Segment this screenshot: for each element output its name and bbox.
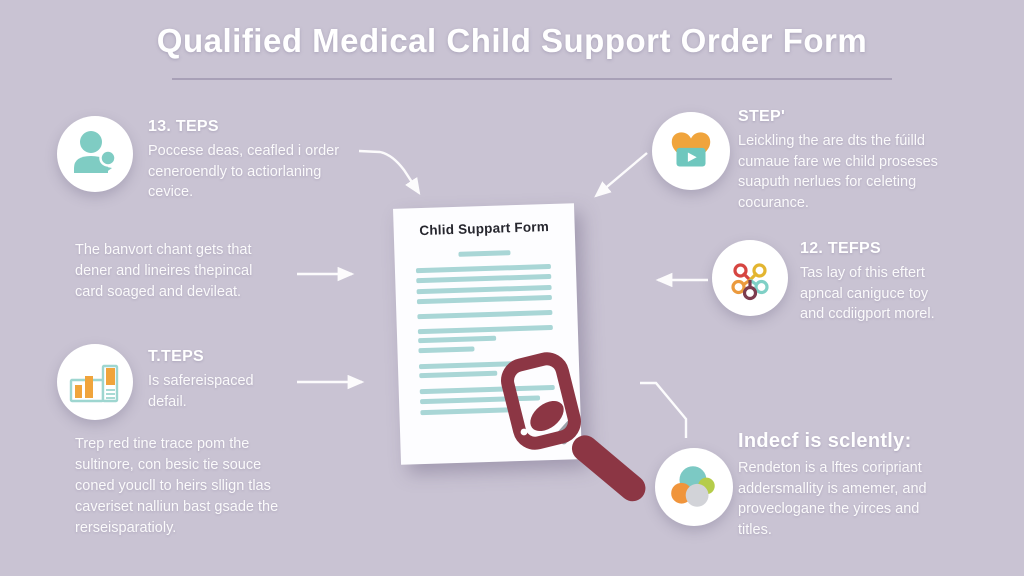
step2-section: T.TEPS Is safereispaced defail. bbox=[148, 348, 254, 412]
step3-body: Leickling the are dts the fúilld cumaue … bbox=[738, 133, 938, 211]
step4-heading: 12. TEFPS bbox=[800, 240, 881, 257]
step4-body: Tas lay of this eftert apncal caniguce t… bbox=[800, 265, 935, 323]
heart-play-icon bbox=[652, 112, 730, 190]
page-title: Qualified Medical Child Support Order Fo… bbox=[156, 22, 868, 59]
left-mid-text: The banvort chant gets that dener and li… bbox=[75, 242, 253, 301]
title-divider bbox=[172, 78, 892, 80]
step5-section: Indecf is sclently: Rendeton is a lftes … bbox=[738, 430, 927, 540]
step2-heading: T.TEPS bbox=[148, 348, 205, 365]
arrow-step3-to-document bbox=[594, 152, 648, 198]
step5-body: Rendeton is a lftes coripriant addersmal… bbox=[738, 460, 927, 538]
circles-cluster-icon bbox=[655, 448, 733, 526]
parent-child-icon bbox=[57, 116, 133, 192]
step3-section: STEP' Leickling the are dts the fúilld c… bbox=[738, 108, 938, 213]
left-bottom-text: Trep red tine trace pom the sultinore, c… bbox=[75, 436, 279, 537]
step4-section: 12. TEFPS Tas lay of this eftert apncal … bbox=[800, 240, 935, 325]
step1-body: Poccese deas, ceafled i order ceneroendl… bbox=[148, 143, 340, 201]
color-loops-icon bbox=[712, 240, 788, 316]
connector-document-to-step5 bbox=[640, 381, 688, 438]
step1-section: 13. TEPS Poccese deas, ceafled i order c… bbox=[148, 118, 339, 203]
step1-heading: 13. TEPS bbox=[148, 118, 219, 135]
step5-heading: Indecf is sclently: bbox=[738, 430, 912, 452]
child-support-form-document: Chlid Suppart Form bbox=[393, 203, 582, 465]
bar-chart-icon bbox=[57, 344, 133, 420]
step2-body: Is safereispaced defail. bbox=[148, 373, 254, 410]
arrow-step1-to-document bbox=[358, 149, 421, 196]
document-title: Chlid Suppart Form bbox=[419, 219, 550, 239]
step3-heading: STEP' bbox=[738, 108, 786, 125]
document-text-lines bbox=[393, 203, 574, 416]
